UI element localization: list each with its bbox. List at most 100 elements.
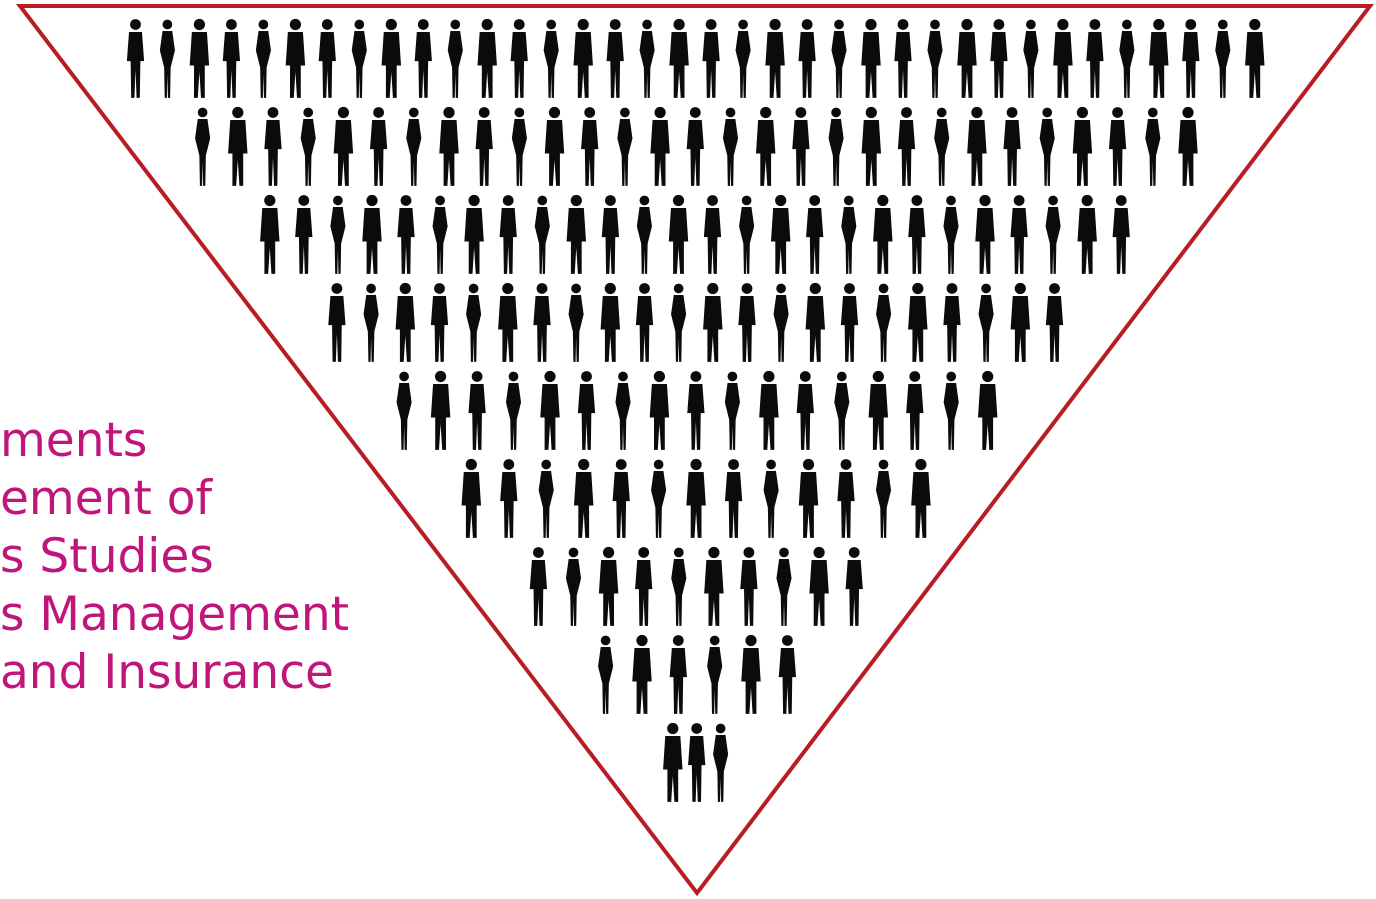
person-silhouette-icon: [381, 18, 402, 98]
person-silhouette-icon: [1072, 106, 1093, 186]
person-silhouette-icon: [318, 19, 336, 98]
person-silhouette-icon: [809, 546, 829, 626]
person-silhouette-icon: [831, 19, 847, 98]
person-silhouette-icon: [650, 106, 670, 186]
person-silhouette-icon: [876, 283, 892, 362]
person-silhouette-icon: [798, 19, 816, 98]
person-silhouette-icon: [668, 194, 689, 274]
person-silhouette-icon: [1178, 106, 1198, 186]
person-silhouette-icon: [432, 195, 448, 274]
person-silhouette-icon: [362, 194, 382, 274]
person-silhouette-icon: [943, 283, 961, 362]
person-silhouette-icon: [264, 107, 282, 186]
person-silhouette-icon: [861, 18, 881, 98]
person-silhouette-icon: [1215, 19, 1231, 98]
person-silhouette-icon: [702, 19, 720, 98]
person-silhouette-icon: [499, 195, 517, 274]
person-silhouette-icon: [713, 723, 729, 802]
person-silhouette-icon: [300, 107, 316, 186]
text-line-2: ement of: [0, 471, 213, 526]
person-silhouette-icon: [934, 107, 950, 186]
person-silhouette-icon: [461, 458, 482, 538]
person-silhouette-icon: [873, 194, 893, 274]
person-silhouette-icon: [511, 107, 527, 186]
person-silhouette-icon: [1039, 107, 1055, 186]
person-silhouette-icon: [255, 19, 271, 98]
person-silhouette-icon: [260, 194, 280, 274]
person-silhouette-icon: [1086, 19, 1104, 98]
person-silhouette-icon: [464, 194, 484, 274]
person-silhouette-icon: [636, 195, 652, 274]
person-silhouette-icon: [977, 370, 998, 450]
person-silhouette-icon: [397, 195, 415, 274]
person-silhouette-icon: [724, 459, 743, 538]
person-silhouette-icon: [475, 107, 493, 186]
person-silhouette-icon: [776, 547, 792, 626]
person-silhouette-icon: [663, 722, 683, 802]
person-silhouette-icon: [703, 282, 723, 362]
person-silhouette-icon: [841, 195, 857, 274]
person-silhouette-icon: [395, 282, 416, 362]
person-silhouette-icon: [798, 458, 819, 538]
person-silhouette-icon: [927, 19, 943, 98]
person-silhouette-icon: [1145, 107, 1161, 186]
person-silhouette-icon: [763, 459, 779, 538]
person-silhouette-icon: [500, 459, 518, 538]
text-line-1: ments: [0, 413, 148, 468]
person-silhouette-icon: [632, 634, 652, 714]
person-silhouette-icon: [222, 19, 241, 98]
person-silhouette-icon: [635, 547, 653, 626]
person-silhouette-icon: [957, 18, 977, 98]
person-silhouette-icon: [601, 195, 620, 274]
person-silhouette-icon: [477, 18, 497, 98]
person-silhouette-icon: [765, 18, 785, 98]
person-silhouette-icon: [759, 370, 779, 450]
person-silhouette-icon: [505, 371, 522, 450]
person-silhouette-icon: [581, 107, 599, 186]
person-silhouette-icon: [566, 194, 587, 274]
person-silhouette-icon: [396, 371, 412, 450]
person-silhouette-icon: [543, 19, 559, 98]
person-silhouette-icon: [1010, 195, 1028, 274]
person-silhouette-icon: [773, 283, 789, 362]
person-silhouette-icon: [738, 283, 756, 362]
person-silhouette-icon: [1112, 195, 1130, 274]
person-silhouette-icon: [1010, 282, 1031, 362]
person-silhouette-icon: [894, 19, 912, 98]
person-silhouette-icon: [1023, 19, 1039, 98]
person-silhouette-icon: [534, 195, 550, 274]
person-silhouette-icon: [778, 635, 797, 714]
person-silhouette-icon: [861, 106, 882, 186]
person-silhouette-icon: [906, 371, 924, 450]
person-silhouette-icon: [722, 107, 739, 186]
person-silhouette-icon: [1045, 283, 1064, 362]
person-silhouette-icon: [333, 106, 354, 186]
person-silhouette-icon: [796, 371, 814, 450]
person-silhouette-icon: [740, 547, 758, 626]
person-silhouette-icon: [806, 195, 824, 274]
person-silhouette-icon: [600, 282, 621, 362]
person-silhouette-icon: [615, 371, 631, 450]
person-silhouette-icon: [837, 459, 855, 538]
person-silhouette-icon: [735, 19, 751, 98]
person-silhouette-icon: [126, 19, 145, 98]
person-silhouette-icon: [868, 370, 889, 450]
person-silhouette-icon: [430, 283, 449, 362]
person-silhouette-icon: [612, 459, 630, 538]
person-silhouette-icon: [1077, 194, 1097, 274]
person-silhouette-icon: [577, 371, 596, 450]
person-silhouette-icon: [805, 282, 826, 362]
person-silhouette-icon: [834, 371, 850, 450]
person-silhouette-icon: [565, 547, 582, 626]
person-silhouette-icon: [1003, 107, 1021, 186]
person-silhouette-icon: [529, 547, 548, 626]
person-silhouette-icon: [1053, 18, 1073, 98]
person-silhouette-icon: [573, 18, 593, 98]
person-silhouette-icon: [911, 458, 931, 538]
person-silhouette-icon: [704, 546, 724, 626]
person-silhouette-icon: [369, 107, 388, 186]
person-silhouette-icon: [792, 107, 810, 186]
person-silhouette-icon: [724, 371, 740, 450]
person-silhouette-icon: [1119, 19, 1135, 98]
person-silhouette-icon: [990, 19, 1008, 98]
